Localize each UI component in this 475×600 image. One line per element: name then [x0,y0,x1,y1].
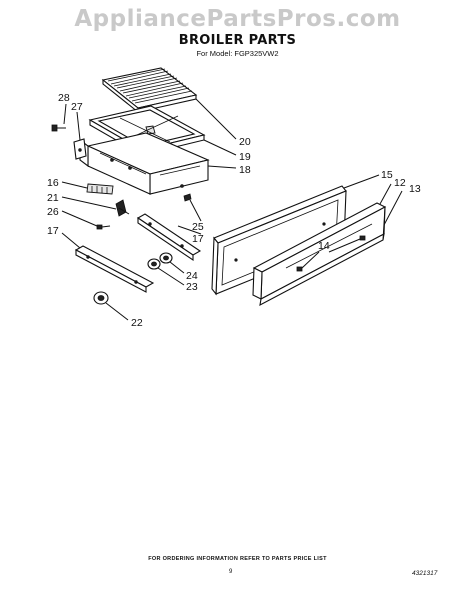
callout-18: 18 [239,164,251,176]
callout-12: 12 [394,177,406,189]
clip-part-14a [296,266,303,272]
screw-part-28 [51,124,66,132]
document-number: 4321317 [412,570,438,577]
callout-27: 27 [71,101,83,113]
site-watermark: AppliancePartsPros.com [74,6,401,32]
clip-part-21 [115,199,130,217]
callout-17-lower: 17 [47,225,59,237]
callout-24: 24 [186,270,198,282]
callout-13: 13 [409,183,421,195]
mount-bracket-part-27 [73,138,87,160]
callout-22: 22 [131,317,143,329]
clip-part-14b [359,235,366,241]
page-title: BROILER PARTS [178,33,297,48]
screw-part-25 [183,193,192,202]
page-number: 9 [229,569,233,575]
roller-part-22 [93,291,109,305]
callout-19: 19 [239,151,251,163]
model-subtitle: For Model: FGP325VW2 [196,49,279,58]
callout-16: 16 [47,177,59,189]
screw-part-26 [96,224,111,230]
roller-part-23 [147,258,161,270]
leader-lines [61,98,403,321]
slide-rail-upper-part-17 [136,213,202,262]
callout-21: 21 [47,192,59,204]
drawer-panel-edge-part-13 [382,206,386,241]
roller-part-24 [159,252,173,264]
callout-25: 25 [192,221,204,233]
ordering-info-note: FOR ORDERING INFORMATION REFER TO PARTS … [148,556,327,562]
broiler-grid-part-20 [101,67,198,114]
slide-rail-lower-part-17 [74,245,155,293]
callout-17-upper: 17 [192,233,204,245]
callout-26: 26 [47,206,59,218]
drawer-front-outer-part-12 [252,202,387,307]
igniter-part-16 [86,183,114,195]
drawer-front-inner-part-15 [211,185,347,296]
callout-28: 28 [58,92,70,104]
callout-20: 20 [239,136,251,148]
callout-15: 15 [381,169,393,181]
callout-23: 23 [186,281,198,293]
callout-14: 14 [318,240,330,252]
